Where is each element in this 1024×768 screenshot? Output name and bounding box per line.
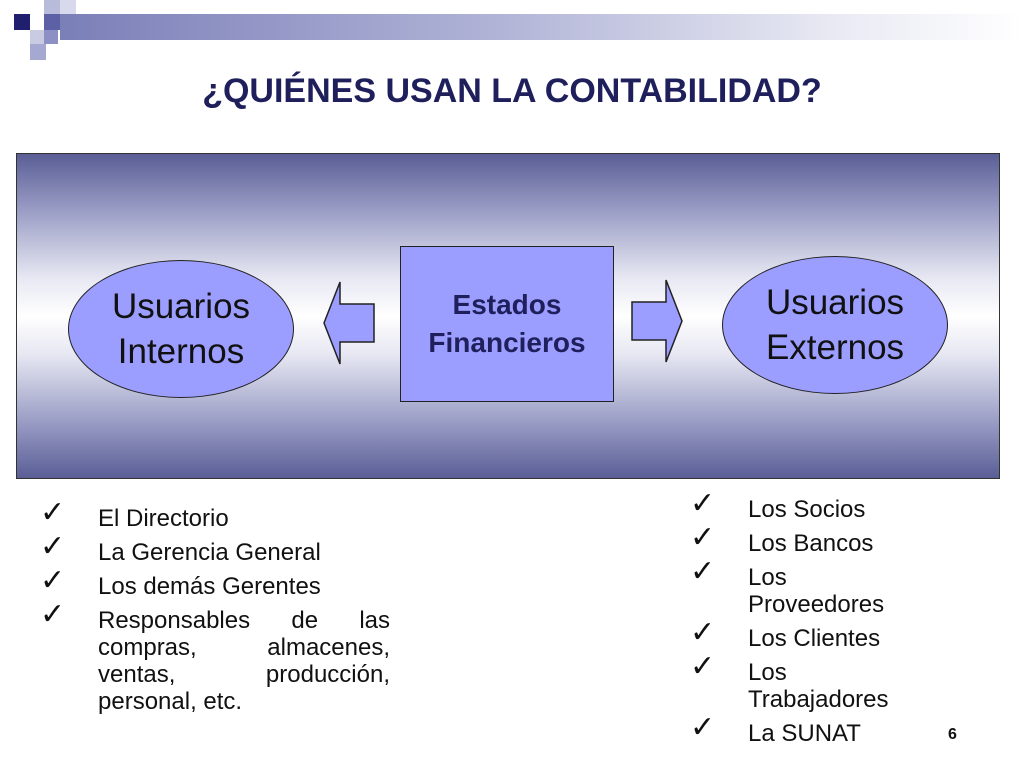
financial-statements-line1: Estados: [452, 289, 562, 321]
list-item-text: El Directorio: [98, 505, 229, 532]
deco-square: [30, 44, 46, 60]
list-item-text: Los Clientes: [748, 625, 881, 652]
slide-title: ¿QUIÉNES USAN LA CONTABILIDAD?: [202, 72, 822, 110]
check-mark-icon: ✓: [40, 529, 66, 564]
check-mark-icon: ✓: [40, 597, 66, 632]
check-mark-icon: ✓: [690, 554, 716, 589]
financial-statements-node: Estados Financieros: [400, 246, 614, 402]
list-item: ✓ El Directorio: [40, 498, 390, 533]
external-users-line2: Externos: [765, 328, 905, 367]
external-users-node: Usuarios Externos: [722, 256, 948, 394]
deco-square: [44, 30, 58, 44]
external-users-list: ✓ Los Socios ✓ Los Bancos ✓ Los Proveedo…: [690, 489, 950, 754]
check-mark-icon: ✓: [690, 486, 716, 521]
financial-statements-line2: Financieros: [428, 327, 586, 358]
list-item: ✓ Los Clientes: [690, 618, 950, 653]
check-mark-icon: ✓: [40, 563, 66, 598]
list-item: ✓ La SUNAT: [690, 713, 950, 748]
list-item: ✓ Los Trabajadores: [690, 652, 918, 714]
list-item: ✓ Responsables de las compras, almacenes…: [40, 600, 390, 716]
left-arrow-icon: [323, 281, 375, 365]
list-item-text: La SUNAT: [748, 720, 861, 747]
list-item-text: Los demás Gerentes: [98, 573, 321, 600]
check-mark-icon: ✓: [690, 710, 716, 745]
right-arrow-icon: [631, 279, 683, 363]
list-item: ✓ La Gerencia General: [40, 532, 390, 567]
list-item: ✓ Los demás Gerentes: [40, 566, 390, 601]
list-item-text: Los Socios: [748, 496, 866, 523]
page-number: 6: [948, 726, 957, 743]
check-mark-icon: ✓: [40, 495, 66, 530]
internal-users-line2: Internos: [117, 332, 245, 371]
deco-square: [30, 30, 44, 44]
list-item: ✓ Los Proveedores: [690, 557, 918, 619]
list-item: ✓ Los Bancos: [690, 523, 950, 558]
list-item-text: La Gerencia General: [98, 539, 321, 566]
deco-square: [14, 14, 30, 30]
check-mark-icon: ✓: [690, 615, 716, 650]
list-item-text: Los Bancos: [748, 530, 874, 557]
check-mark-icon: ✓: [690, 520, 716, 555]
check-mark-icon: ✓: [690, 649, 716, 684]
header-gradient-bar: [60, 14, 1024, 40]
list-item-text: Responsables de las compras, almacenes, …: [98, 607, 390, 715]
deco-square: [44, 0, 60, 16]
internal-users-node: Usuarios Internos: [68, 260, 294, 398]
list-item: ✓ Los Socios: [690, 489, 950, 524]
internal-users-list: ✓ El Directorio ✓ La Gerencia General ✓ …: [40, 498, 390, 722]
internal-users-line1: Usuarios: [111, 286, 251, 326]
list-item-text: Los Proveedores: [748, 564, 885, 618]
list-item-text: Los Trabajadores: [748, 659, 889, 713]
deco-square: [60, 0, 76, 14]
deco-square: [44, 14, 60, 30]
external-users-line1: Usuarios: [765, 282, 905, 322]
